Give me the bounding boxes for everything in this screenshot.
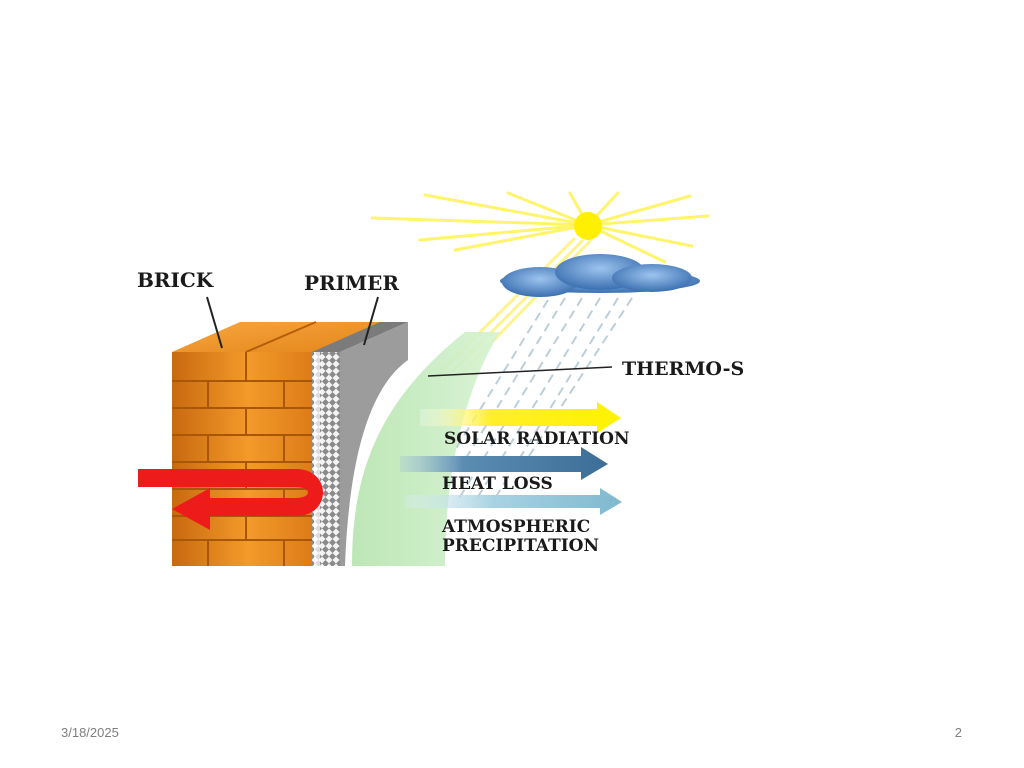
slide-date: 3/18/2025 xyxy=(61,725,119,740)
sun-icon xyxy=(574,212,602,240)
sun-rays xyxy=(370,191,710,264)
heat-loss-arrow xyxy=(400,447,608,480)
brick-pointer-line xyxy=(206,296,223,349)
heat-loss-label: HEAT LOSS xyxy=(442,474,553,494)
solar-radiation-label: SOLAR RADIATION xyxy=(444,429,630,449)
slide-number: 2 xyxy=(954,725,962,740)
primer-label: PRIMER xyxy=(304,271,399,295)
primer-layer xyxy=(312,322,408,566)
brick-label: BRICK xyxy=(137,268,214,292)
brick-wall xyxy=(172,321,392,566)
solar-radiation-arrow xyxy=(420,402,621,433)
precipitation-label-line2: PRECIPITATION xyxy=(442,536,599,556)
thermo-s-layer xyxy=(352,332,500,566)
thermo-s-label: THERMO-S xyxy=(622,358,744,380)
precipitation-label-line1: ATMOSPHERIC xyxy=(441,517,590,537)
cloud-icon xyxy=(500,254,700,297)
precipitation-arrow xyxy=(405,488,622,515)
thermo-pointer-line xyxy=(427,366,613,377)
red-return-arrow xyxy=(138,469,323,530)
primer-pointer-line xyxy=(363,296,379,346)
